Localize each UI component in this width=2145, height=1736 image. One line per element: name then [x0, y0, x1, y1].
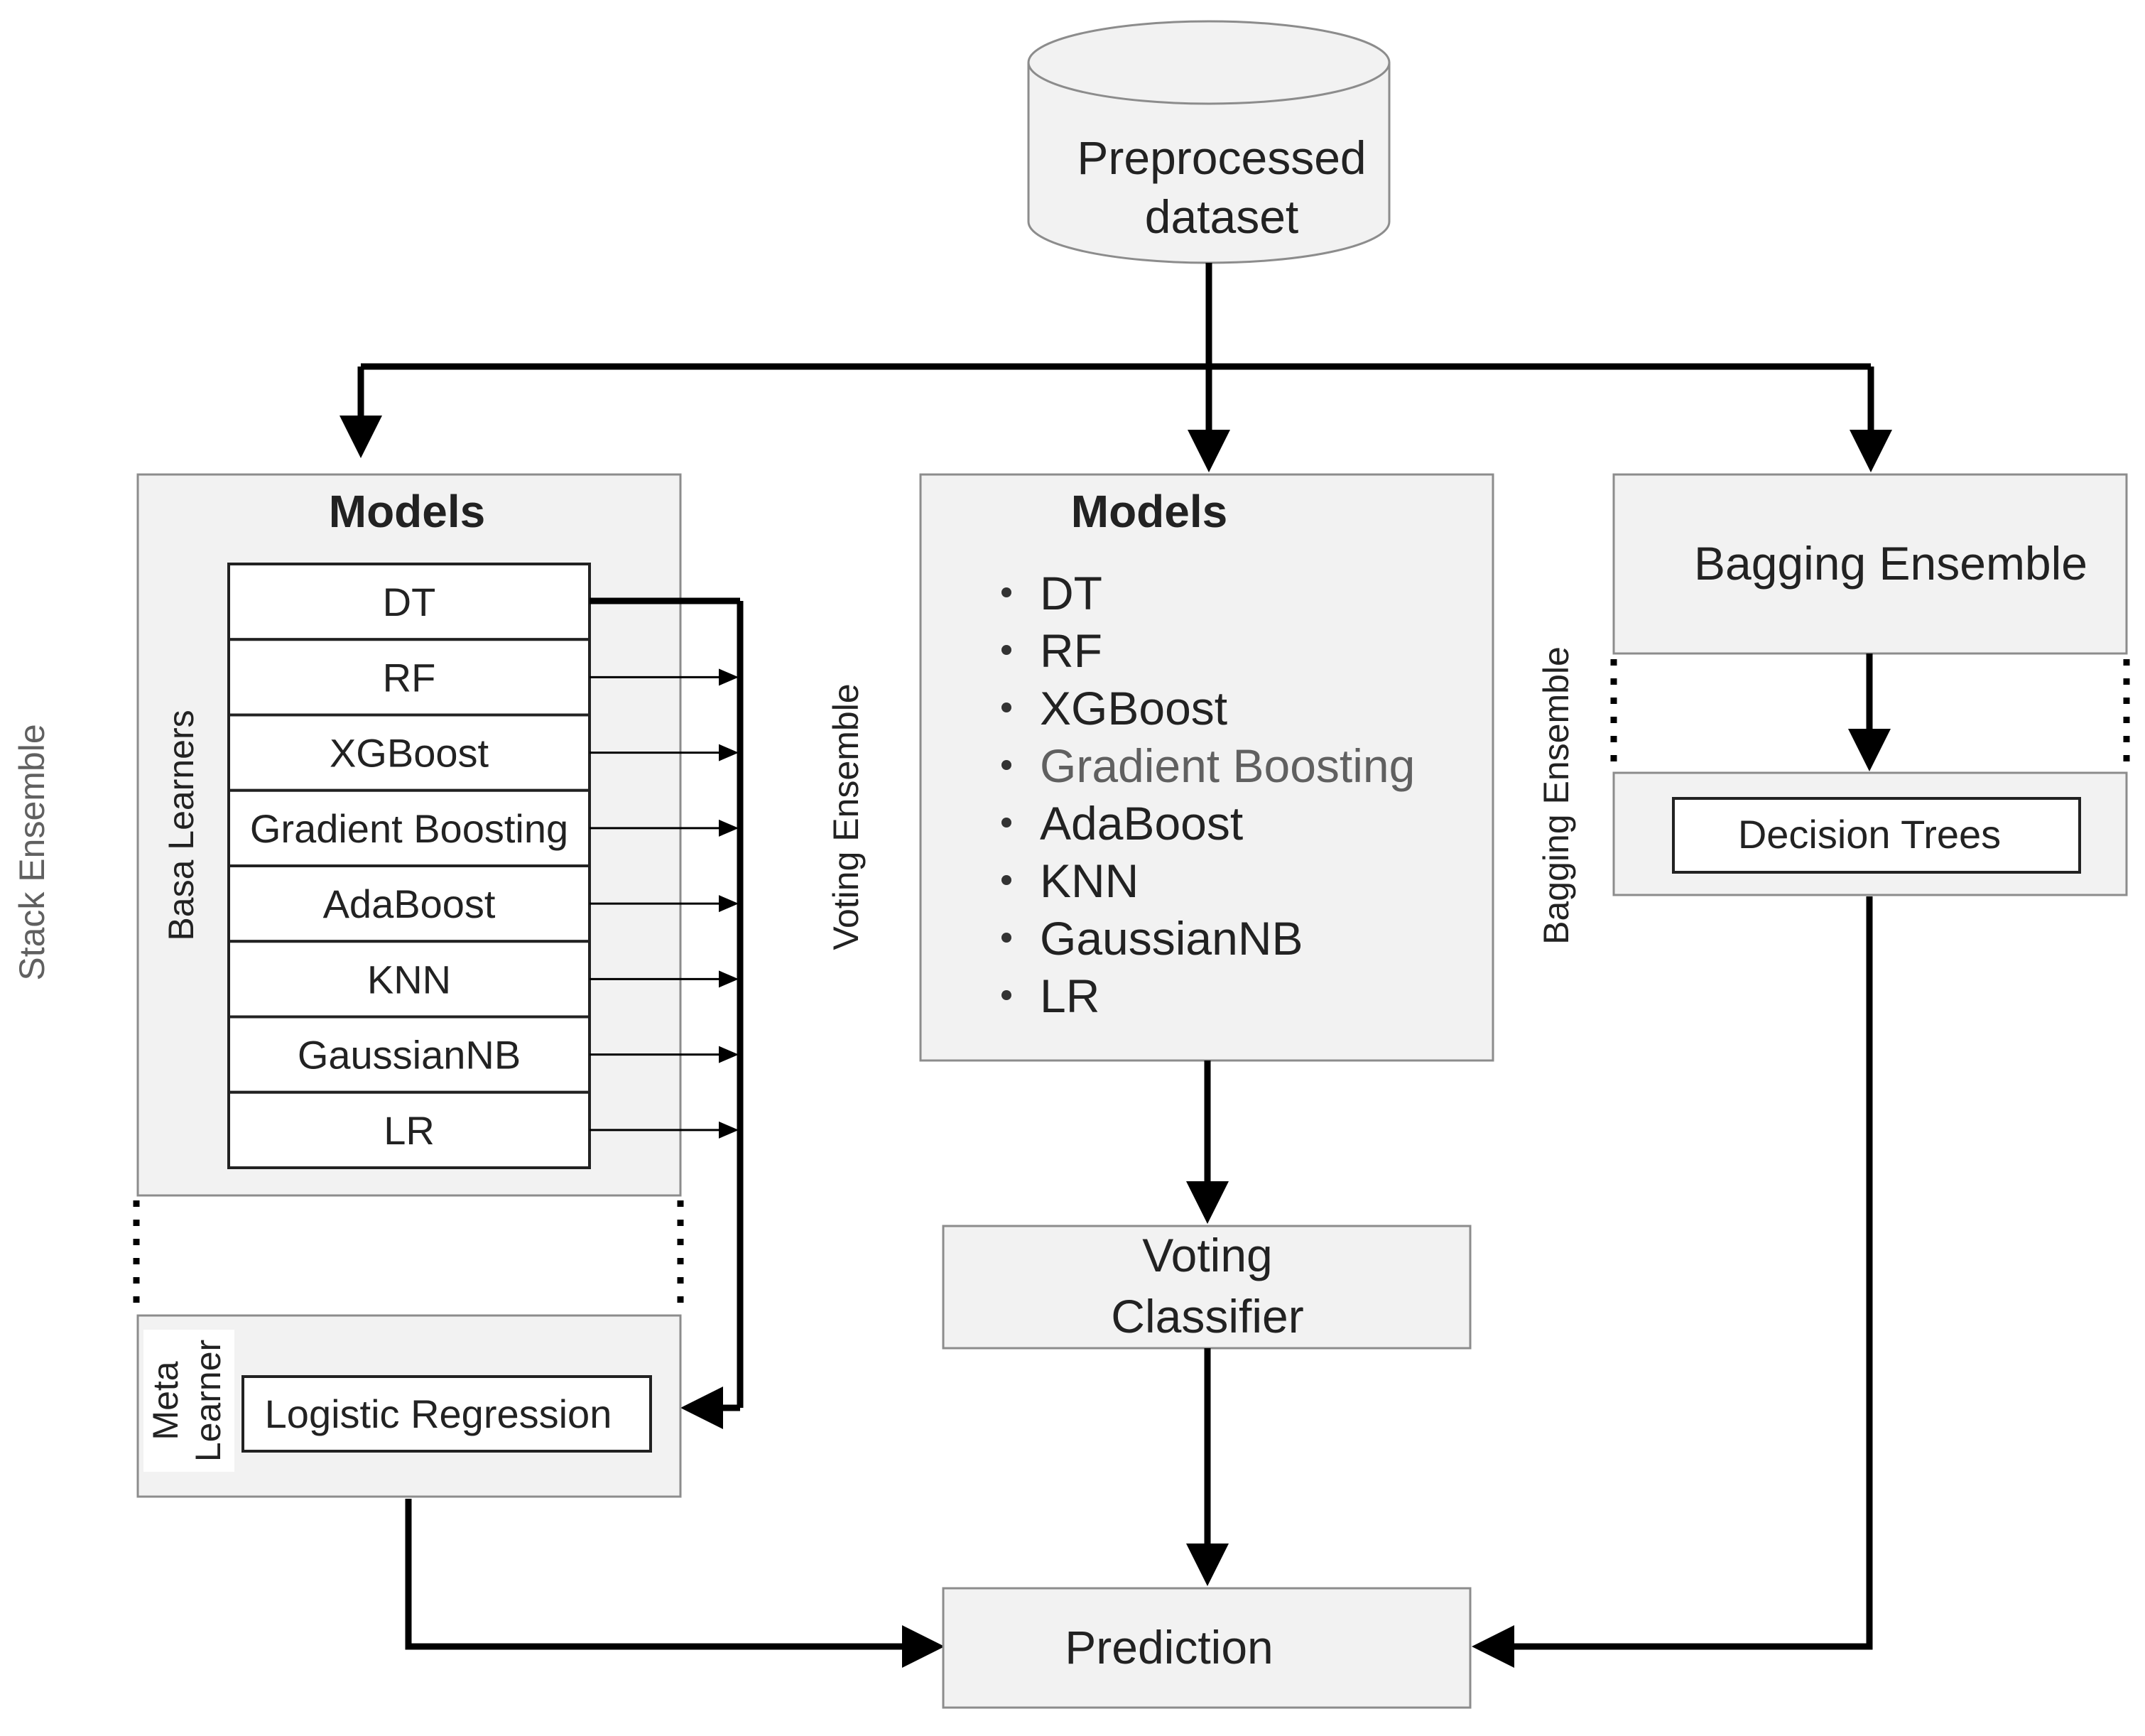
voting-classifier-line1: Voting — [1142, 1229, 1273, 1281]
base-learner-connectors — [590, 668, 739, 1139]
prediction-box — [942, 1587, 1472, 1709]
arrow-to-decision-trees — [1848, 729, 1891, 771]
decision-trees-box — [1672, 797, 2081, 874]
arrow-to-voting-classifier — [1186, 1181, 1229, 1224]
bagging-ensemble-title: Bagging Ensemble — [1694, 537, 2087, 590]
voting-models-title: Models — [1071, 486, 1227, 537]
base-learner-label: Gradient Boosting — [250, 806, 568, 851]
base-learner-arrowhead — [719, 895, 739, 913]
arrow-voting-to-prediction — [1186, 1544, 1229, 1586]
base-learner-cell — [227, 1015, 591, 1094]
arrow-to-stack — [340, 416, 382, 458]
arrow-bagging-to-prediction — [1472, 1625, 1514, 1668]
base-learner-cell — [227, 1090, 591, 1169]
bullet-icon — [1001, 818, 1011, 828]
base-learner-label: GaussianNB — [298, 1033, 521, 1078]
bullet-icon — [1001, 587, 1011, 597]
meta-model-box — [241, 1375, 652, 1453]
base-learner-arrowhead — [719, 744, 739, 761]
stack-models-title: Models — [329, 486, 485, 537]
prediction-label: Prediction — [1065, 1621, 1274, 1673]
voting-model-item: LR — [1040, 970, 1099, 1022]
bullet-icon — [1001, 990, 1011, 1000]
base-learner-arrowhead — [719, 668, 739, 686]
meta-learner-label-line1: Meta — [146, 1361, 185, 1440]
dataset-distribution-connectors — [357, 263, 1874, 430]
stack-to-prediction-connector — [405, 1499, 908, 1650]
voting-classifier-line2: Classifier — [1111, 1290, 1303, 1342]
bullet-icon — [1001, 875, 1011, 885]
dataset-label-line2: dataset — [1145, 190, 1299, 243]
bullet-icon — [1001, 645, 1011, 655]
voting-model-item: AdaBoost — [1040, 797, 1243, 850]
voting-model-item: KNN — [1040, 855, 1139, 907]
bullet-icon — [1001, 933, 1011, 943]
base-learner-label: XGBoost — [330, 731, 489, 776]
voting-model-item: DT — [1040, 567, 1102, 619]
base-learner-arrowhead — [719, 1121, 739, 1139]
meta-learner-label-line2: Learner — [188, 1340, 228, 1462]
voting-model-item: RF — [1040, 624, 1102, 677]
base-learner-cell — [227, 940, 591, 1019]
bagging-to-prediction-connector — [1506, 896, 1873, 1650]
base-learner-label: RF — [383, 655, 436, 700]
base-learners-label: Basa Learners — [161, 710, 201, 940]
dataset-cylinder — [1027, 20, 1391, 264]
voting-model-item: XGBoost — [1040, 682, 1227, 734]
voting-model-item: GaussianNB — [1040, 912, 1303, 965]
base-learner-arrowhead — [719, 970, 739, 988]
arrow-stack-to-prediction — [902, 1625, 945, 1668]
bullet-icon — [1001, 702, 1011, 712]
meta-model-label: Logistic Regression — [265, 1391, 612, 1436]
voting-ensemble-label: Voting Ensemble — [826, 683, 866, 950]
voting-classifier-box — [942, 1225, 1472, 1350]
decision-trees-label: Decision Trees — [1738, 812, 2001, 857]
base-learner-arrowhead — [719, 819, 739, 837]
arrow-to-voting — [1188, 430, 1230, 472]
meta-label-background — [143, 1330, 234, 1472]
base-learner-label: AdaBoost — [323, 881, 496, 926]
base-learner-arrowhead — [719, 1046, 739, 1063]
arrow-to-meta-learner — [680, 1387, 723, 1429]
base-learner-label: KNN — [367, 957, 451, 1002]
voting-model-item: Gradient Boosting — [1040, 739, 1415, 792]
base-learner-label: LR — [384, 1108, 435, 1153]
base-learner-label: DT — [383, 580, 436, 624]
base-learner-cell — [227, 713, 591, 792]
bagging-ensemble-label: Bagging Ensemble — [1536, 646, 1576, 945]
dataset-label-line1: Preprocessed — [1077, 131, 1366, 184]
stack-ensemble-label: Stack Ensemble — [12, 724, 52, 980]
arrow-to-bagging — [1850, 430, 1892, 472]
bullet-icon — [1001, 760, 1011, 770]
